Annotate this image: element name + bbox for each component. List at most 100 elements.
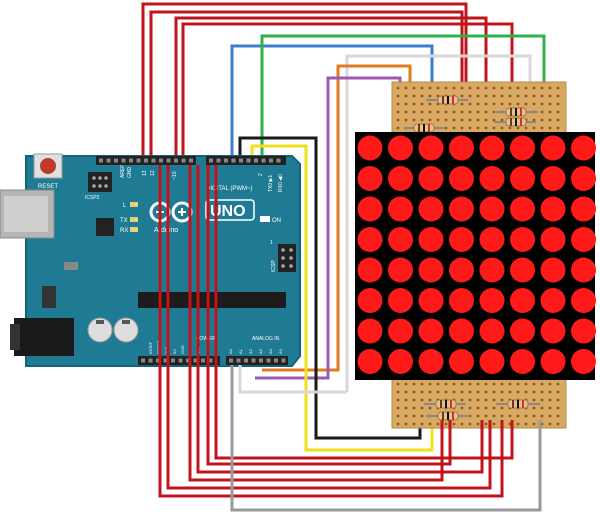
perfboard-hole [396, 86, 400, 90]
perfboard-hole [532, 422, 536, 426]
regulator [42, 286, 56, 308]
perfboard-hole [556, 126, 560, 130]
header-pin [186, 358, 190, 363]
header-pin [236, 358, 241, 363]
gnd-label: GND [127, 167, 133, 179]
perfboard-hole [524, 126, 528, 130]
perfboard-hole [396, 406, 400, 410]
reset-button [33, 153, 63, 179]
header-pin [178, 358, 183, 363]
resistor-top-2 [494, 107, 538, 117]
perfboard-hole [404, 118, 408, 122]
header-pin [136, 158, 141, 163]
perfboard-hole [420, 390, 424, 394]
perfboard-hole [484, 398, 488, 402]
perfboard-hole [540, 86, 544, 90]
perfboard-hole [444, 86, 448, 90]
header-pin [106, 158, 111, 163]
perfboard-hole [492, 126, 496, 130]
perfboard-hole [548, 94, 552, 98]
perfboard-hole [396, 126, 400, 130]
wire-orange [262, 64, 412, 372]
pin2-label: 2 [258, 173, 264, 176]
perfboard-hole [404, 414, 408, 418]
a1-label: A1 [238, 348, 243, 354]
header-pin [276, 158, 281, 163]
perfboard-hole [476, 118, 480, 122]
perfboard-hole [508, 390, 512, 394]
perfboard-hole [396, 382, 400, 386]
perfboard-hole [396, 422, 400, 426]
pin0-label: RX0 ◀0 [278, 174, 284, 192]
header-pin [281, 358, 286, 363]
perfboard-hole [460, 422, 464, 426]
reset-label: RESET [38, 184, 58, 190]
resistor-top-3 [404, 123, 444, 133]
resistor-bottom-3 [426, 411, 470, 421]
perfboard-hole [436, 118, 440, 122]
perfboard-hole [420, 118, 424, 122]
perfboard-hole [556, 414, 560, 418]
perfboard-hole [420, 406, 424, 410]
led-r3-c1 [357, 196, 383, 222]
perfboard-hole [460, 398, 464, 402]
perfboard-hole [412, 398, 416, 402]
digital-label: DIGITAL (PWM~) [206, 186, 253, 192]
perfboard-hole [484, 102, 488, 106]
header-pin [114, 158, 118, 163]
top-wires [141, 2, 546, 452]
perfboard-hole [460, 118, 464, 122]
perfboard-hole [444, 118, 448, 122]
perfboard-hole [516, 390, 520, 394]
perfboard-hole [468, 126, 472, 130]
header-pin [266, 358, 271, 363]
led-r1-c8 [571, 135, 596, 161]
header-pin [254, 158, 258, 163]
led-r6-c3 [418, 288, 444, 313]
perfboard-hole [508, 382, 512, 386]
pin13-label: 13 [142, 170, 148, 176]
led-r5-c7 [540, 257, 566, 283]
led-r7-c4 [449, 318, 474, 344]
capacitor-1 [87, 317, 113, 343]
led-r3-c7 [540, 196, 566, 222]
led-r1-c3 [418, 135, 444, 161]
header-pin [156, 358, 160, 363]
perfboard-hole [396, 102, 400, 106]
led-r3-c8 [571, 196, 596, 222]
perfboard-hole [436, 382, 440, 386]
header-pin [209, 158, 213, 163]
perfboard-hole [556, 406, 560, 410]
perfboard-hole [492, 398, 496, 402]
led-r5-c4 [449, 257, 474, 283]
header-pin [181, 158, 186, 163]
perfboard-hole [548, 110, 552, 114]
arduino-label: Arduino [154, 227, 178, 234]
perfboard-hole [532, 118, 536, 122]
led-r1-c6 [510, 135, 535, 161]
perfboard-hole [468, 86, 472, 90]
perfboard-hole [452, 382, 456, 386]
header-pin [171, 358, 175, 363]
led-r3-c3 [418, 196, 444, 222]
perfboard-hole [396, 414, 400, 418]
perfboard-hole [532, 398, 536, 402]
perfboard-hole [420, 382, 424, 386]
perfboard-hole [460, 390, 464, 394]
perfboard-hole [484, 382, 488, 386]
perfboard-hole [548, 414, 552, 418]
perfboard-hole [540, 382, 544, 386]
led-r6-c2 [388, 288, 413, 313]
perfboard-hole [540, 94, 544, 98]
perfboard-hole [540, 102, 544, 106]
perfboard-hole [412, 94, 416, 98]
perfboard-hole [444, 382, 448, 386]
perfboard-hole [516, 382, 520, 386]
pin10-label: ~10 [172, 171, 178, 180]
header-pin [224, 158, 228, 163]
perfboard-hole [452, 390, 456, 394]
perfboard-hole [500, 390, 504, 394]
led-r8-c8 [571, 349, 596, 374]
perfboard-hole [532, 382, 536, 386]
perfboard-hole [476, 102, 480, 106]
